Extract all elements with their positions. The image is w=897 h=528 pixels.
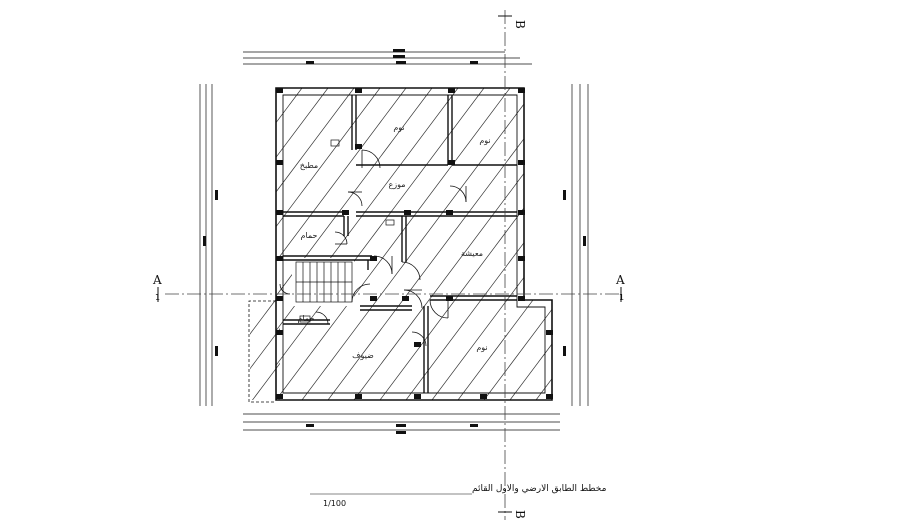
hatch-line xyxy=(250,328,280,370)
hatch-line xyxy=(276,88,329,400)
column xyxy=(546,394,553,399)
hatch-line xyxy=(0,88,198,400)
column xyxy=(446,296,453,301)
hatch-line xyxy=(379,88,552,400)
column xyxy=(448,160,455,165)
column xyxy=(480,394,487,399)
column xyxy=(355,144,362,149)
hatch-line xyxy=(535,88,552,400)
hatch-line xyxy=(278,397,280,400)
dimension-lines xyxy=(199,51,589,431)
hatch-line xyxy=(276,88,381,400)
hatch-line xyxy=(405,88,552,400)
hatch-line xyxy=(276,88,303,400)
dimension-ticks xyxy=(203,49,586,434)
drawing-title: مخطط الطابق الارضي والاول القائم xyxy=(472,484,607,494)
hatching xyxy=(0,88,552,400)
column xyxy=(276,160,283,165)
section-a-left-label: A xyxy=(152,273,162,287)
hatch-line xyxy=(276,88,355,400)
column xyxy=(370,256,377,261)
section-axes xyxy=(165,10,620,520)
hatch-line xyxy=(457,88,552,400)
column xyxy=(446,210,453,215)
hatch-line xyxy=(301,88,537,400)
fixtures xyxy=(299,139,395,323)
drawing-scale: 1/100 xyxy=(323,499,346,508)
column xyxy=(546,330,553,335)
hatch-line xyxy=(173,300,250,402)
column xyxy=(414,342,421,347)
hatch-line xyxy=(327,88,552,400)
columns xyxy=(276,88,553,399)
hatch-line xyxy=(16,88,250,400)
hatch-line xyxy=(276,88,277,400)
column xyxy=(355,394,362,399)
room-label-bathroom-2: حمام xyxy=(298,314,315,323)
room-label-kitchen: مطبخ xyxy=(300,161,318,170)
hatch-line xyxy=(276,88,433,400)
room-label-guest: ضيوف xyxy=(352,351,374,360)
column xyxy=(414,394,421,399)
hatch-line xyxy=(250,300,276,335)
room-label-bedroom-top: نوم xyxy=(393,123,404,132)
hatch-line xyxy=(483,88,552,400)
bay-outline xyxy=(248,300,276,403)
column xyxy=(276,394,283,399)
doors xyxy=(279,149,467,347)
hatch-line xyxy=(252,362,280,400)
column xyxy=(448,88,455,93)
column xyxy=(370,296,377,301)
column xyxy=(518,160,525,165)
column xyxy=(276,256,283,261)
column xyxy=(276,210,283,215)
column xyxy=(518,256,525,261)
hatch-line xyxy=(431,88,552,400)
column xyxy=(402,296,409,301)
interior-walls xyxy=(283,95,517,393)
hatch-line xyxy=(276,88,485,400)
section-a-left-index: 1 xyxy=(155,293,160,302)
hatch-line xyxy=(276,88,407,400)
section-b-bottom-label: B xyxy=(513,510,527,519)
hatch-line xyxy=(353,88,552,400)
column xyxy=(518,210,525,215)
room-label-bedroom-bottom: نوم xyxy=(476,343,487,352)
column xyxy=(276,296,283,301)
section-b-top-label: B xyxy=(513,20,527,29)
column xyxy=(276,330,283,335)
hatch-line xyxy=(509,88,552,400)
section-markers xyxy=(157,15,622,513)
section-a-right-label: A xyxy=(615,273,625,287)
outer-walls xyxy=(275,87,553,401)
room-label-hall: معيشة xyxy=(461,249,483,258)
column xyxy=(276,88,283,93)
column xyxy=(518,296,525,301)
room-label-bathroom-1: حمام xyxy=(301,231,318,240)
column xyxy=(355,88,362,93)
column xyxy=(518,88,525,93)
column xyxy=(342,210,349,215)
hatch-line xyxy=(276,88,511,400)
staircase xyxy=(295,261,353,303)
hatch-line xyxy=(0,88,224,400)
section-a-right-index: 1 xyxy=(619,293,624,302)
room-label-bedroom-right: نوم xyxy=(479,136,490,145)
room-label-distributor: موزع xyxy=(388,180,405,189)
column xyxy=(404,210,411,215)
hatching-bay xyxy=(173,300,280,402)
